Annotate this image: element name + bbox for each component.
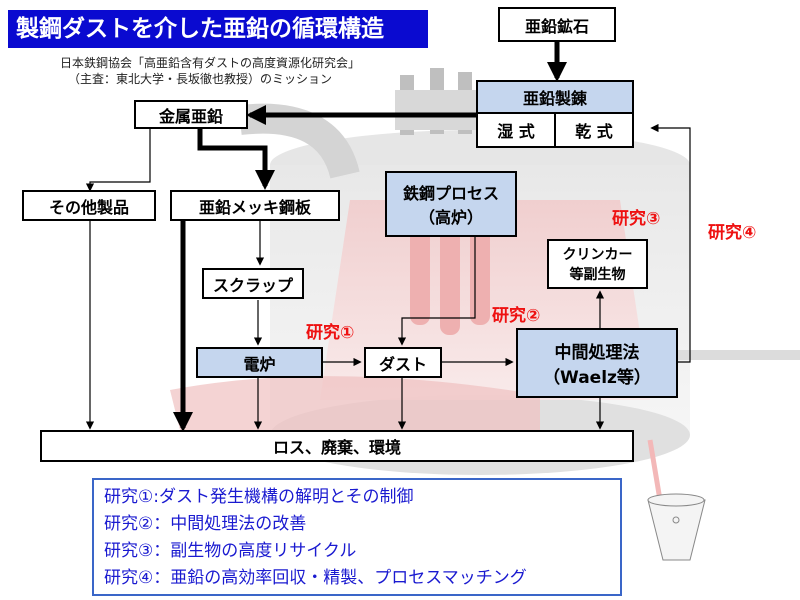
- node-clinker-line-2: 等副生物: [569, 267, 626, 283]
- node-intermediate-line-1: 中間処理法: [554, 343, 640, 363]
- node-zinc-ore: 亜鉛鉱石: [498, 7, 616, 42]
- legend-item-3: 研究③：副生物の高度リサイクル: [104, 541, 357, 561]
- arrow-metal-zinc-to-other: [85, 127, 151, 192]
- node-scrap: スクラップ: [202, 268, 304, 299]
- node-other-products: その他製品: [22, 190, 156, 221]
- arrow-steel-to-dust: [397, 237, 476, 346]
- node-steel-process-line-2: （高炉）: [418, 208, 483, 227]
- research-label-1: 研究①: [306, 323, 355, 343]
- arrow-metal-zinc-to-galvanized: [197, 127, 275, 190]
- legend-item-1: 研究①:ダスト発生機構の解明とその制御: [104, 487, 414, 507]
- node-loss-waste-environment: ロス、廃棄、環境: [40, 430, 634, 462]
- node-steel-process-line-1: 鉄鋼プロセス: [402, 184, 499, 203]
- node-intermediate-line-2: （Waelz等）: [543, 368, 651, 388]
- node-wet-process: 湿 式: [476, 112, 556, 148]
- node-dust: ダスト: [364, 347, 442, 378]
- arrow-intermediate-to-dry: [650, 123, 691, 363]
- node-dry-process: 乾 式: [554, 112, 634, 148]
- legend-item-2: 研究②：中間処理法の改善: [104, 514, 307, 534]
- node-metal-zinc: 金属亜鉛: [134, 100, 248, 129]
- node-intermediate-treatment: 中間処理法 （Waelz等）: [516, 328, 678, 398]
- subtitle-line-2: （主査：東北大学・長坂徹也教授）のミッション: [68, 72, 333, 86]
- page-title: 製鋼ダストを介した亜鉛の循環構造: [8, 10, 428, 48]
- research-legend: 研究①:ダスト発生機構の解明とその制御 研究②：中間処理法の改善 研究③：副生物…: [92, 478, 622, 596]
- research-label-4: 研究④: [708, 223, 757, 243]
- node-electric-furnace: 電炉: [196, 347, 323, 378]
- node-steel-process: 鉄鋼プロセス （高炉）: [385, 171, 517, 237]
- legend-item-4: 研究④：亜鉛の高効率回収・精製、プロセスマッチング: [104, 568, 527, 588]
- node-clinker-byproducts: クリンカー 等副生物: [547, 239, 648, 289]
- research-label-3: 研究③: [612, 209, 661, 229]
- node-zinc-refining: 亜鉛製錬: [476, 80, 634, 114]
- research-label-2: 研究②: [492, 306, 541, 326]
- node-galvanized-steel-sheet: 亜鉛メッキ鋼板: [170, 190, 340, 221]
- node-clinker-line-1: クリンカー: [562, 247, 633, 263]
- subtitle-line-1: 日本鉄鋼協会「高亜鉛含有ダストの高度資源化研究会」: [60, 56, 361, 70]
